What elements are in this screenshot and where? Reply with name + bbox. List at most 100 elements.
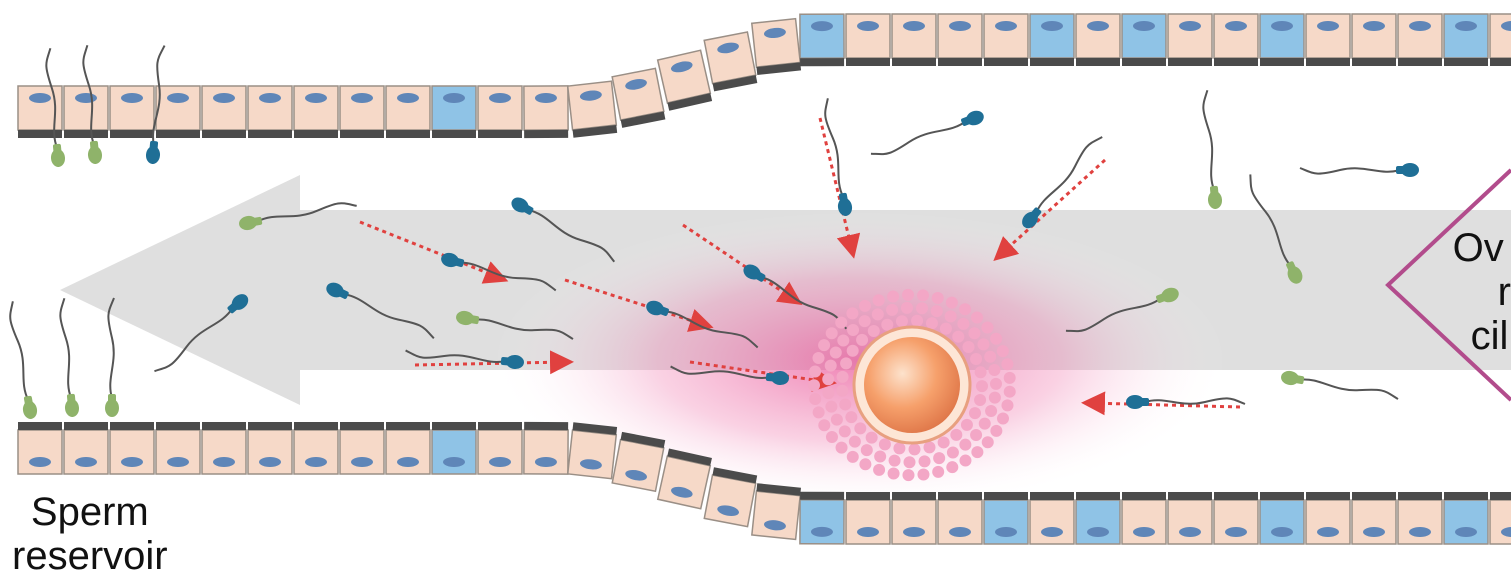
epithelial-cell: [294, 86, 338, 138]
cumulus-cell: [917, 289, 929, 301]
epithelial-cell: [1398, 14, 1442, 66]
epithelial-cell: [1030, 492, 1074, 544]
cumulus-cell: [826, 327, 838, 339]
cilia-icon: [432, 422, 476, 430]
cilia-icon: [248, 422, 292, 430]
cilia-icon: [1260, 58, 1304, 66]
egg-cell-icon: [864, 337, 960, 433]
cumulus-cell: [959, 303, 971, 315]
cumulus-cell: [959, 439, 971, 451]
cilia-icon: [1214, 58, 1258, 66]
epithelial-cell: [1076, 14, 1120, 66]
cumulus-cell: [901, 302, 913, 314]
nucleus: [1133, 527, 1155, 537]
cumulus-cell: [970, 353, 982, 365]
nucleus: [1271, 21, 1293, 31]
epithelial-cell: [524, 422, 568, 474]
cumulus-cell: [845, 411, 857, 423]
epithelial-cell: [704, 32, 757, 91]
oviduct-fragment-line-2: r: [1498, 270, 1511, 314]
epithelial-cell: [800, 492, 844, 544]
cilia-icon: [1122, 492, 1166, 500]
cilia-icon: [524, 130, 568, 138]
nucleus: [1455, 21, 1477, 31]
nucleus: [121, 93, 143, 103]
epithelial-cell: [18, 422, 62, 474]
cumulus-cell: [873, 464, 885, 476]
cilia-icon: [1352, 492, 1396, 500]
cilia-icon: [1444, 492, 1488, 500]
nucleus: [351, 93, 373, 103]
cilia-icon: [1306, 58, 1350, 66]
cumulus-cell: [957, 318, 969, 330]
cumulus-cell: [1004, 386, 1016, 398]
epithelial-cell: [110, 422, 154, 474]
cilia-icon: [202, 130, 246, 138]
nucleus: [1041, 527, 1063, 537]
sperm-reservoir-line-1: Sperm: [12, 490, 168, 534]
epithelial-cell: [202, 422, 246, 474]
cumulus-cell: [840, 357, 852, 369]
cilia-icon: [340, 130, 384, 138]
epithelial-cell: [984, 492, 1028, 544]
cumulus-cell: [911, 315, 923, 327]
epithelial-cell: [1168, 14, 1212, 66]
epithelial-cell: [984, 14, 1028, 66]
epithelial-cell: [800, 14, 844, 66]
epithelial-cell: [846, 492, 890, 544]
nucleus: [995, 21, 1017, 31]
nucleus: [949, 527, 971, 537]
epithelial-cell: [568, 422, 617, 478]
epithelial-cell: [1444, 492, 1488, 544]
cumulus-cell: [962, 341, 974, 353]
cilia-icon: [156, 130, 200, 138]
top-cut-label: –––––––––––––––––––––: [140, 0, 607, 18]
nucleus: [1317, 21, 1339, 31]
nucleus: [1409, 527, 1431, 537]
cumulus-cell: [1001, 399, 1013, 411]
nucleus: [1317, 527, 1339, 537]
cumulus-cell: [969, 407, 981, 419]
sperm-cell-icon: [1280, 370, 1400, 404]
epithelial-cell: [1306, 14, 1350, 66]
epithelial-cell: [1122, 492, 1166, 544]
cumulus-cell: [847, 345, 859, 357]
epithelial-cell: [704, 467, 757, 526]
cumulus-cell: [836, 385, 848, 397]
cumulus-cell: [859, 315, 871, 327]
cumulus-cell: [813, 406, 825, 418]
cumulus-cell: [990, 425, 1002, 437]
cumulus-cell: [888, 468, 900, 480]
cilia-icon: [156, 422, 200, 430]
cilia-icon: [18, 422, 62, 430]
nucleus: [903, 527, 925, 537]
nucleus: [949, 21, 971, 31]
cumulus-cell: [959, 455, 971, 467]
cilia-icon: [110, 422, 154, 430]
epithelial-cell: [202, 86, 246, 138]
nucleus: [259, 457, 281, 467]
cilia-icon: [294, 130, 338, 138]
sperm-reservoir-label: Sperm reservoir: [12, 490, 168, 578]
cumulus-cell: [831, 414, 843, 426]
epithelial-cell: [1214, 492, 1258, 544]
cilia-icon: [478, 422, 522, 430]
cumulus-cell: [809, 365, 821, 377]
nucleus: [213, 457, 235, 467]
epithelial-cell: [386, 422, 430, 474]
epithelial-cell: [64, 422, 108, 474]
cumulus-cell: [981, 321, 993, 333]
cumulus-cell: [887, 291, 899, 303]
cumulus-cell: [826, 431, 838, 443]
cumulus-cell: [868, 325, 880, 337]
cumulus-cell: [849, 436, 861, 448]
epithelial-cell: [1490, 14, 1511, 66]
nucleus: [75, 93, 97, 103]
epithelial-cell: [1260, 14, 1304, 66]
cumulus-cell: [970, 429, 982, 441]
epithelial-cell: [1398, 492, 1442, 544]
cumulus-cell: [916, 302, 928, 314]
sperm-cell-icon: [869, 108, 986, 162]
epithelial-cell: [478, 86, 522, 138]
nucleus: [29, 93, 51, 103]
